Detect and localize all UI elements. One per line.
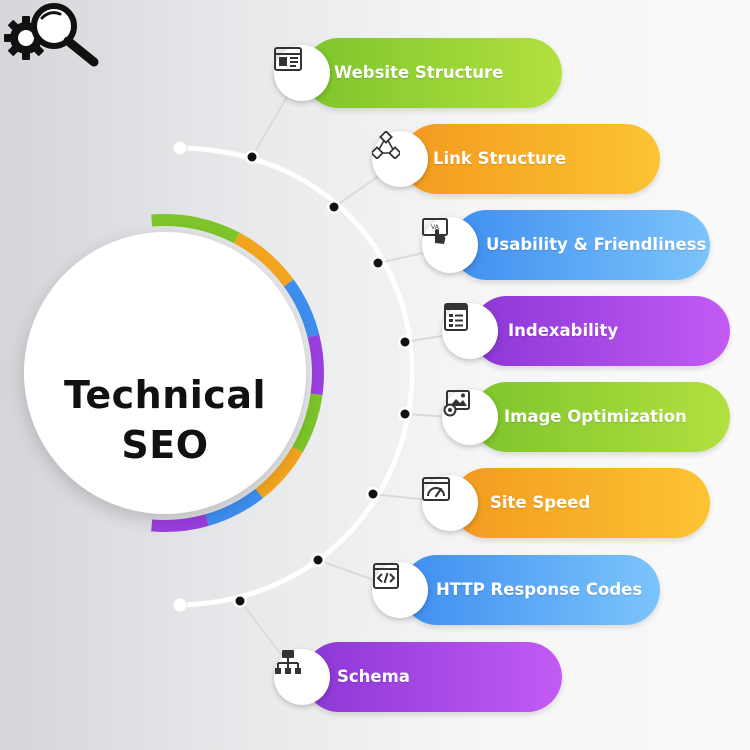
pill-usability-friendliness (452, 210, 710, 280)
center-title-line1: Technical (64, 373, 266, 417)
label-link-structure: Link Structure (433, 149, 567, 168)
pill-link-structure (402, 124, 660, 194)
ring-segment (255, 446, 303, 499)
ring-segment (292, 393, 323, 453)
center-ring (151, 214, 324, 532)
ring-segment (283, 279, 320, 338)
badge-website-structure (274, 45, 330, 101)
badge-http-response-codes (372, 562, 428, 618)
link-nodes-icon (372, 131, 400, 159)
pill-schema (304, 642, 562, 712)
label-site-speed: Site Speed (490, 493, 591, 512)
index-list-icon (444, 303, 468, 331)
label-website-structure: Website Structure (334, 63, 504, 82)
center-title-line2: SEO (121, 423, 209, 467)
gear-magnifier-icon (4, 3, 99, 67)
label-usability-friendliness: Usability & Friendliness (486, 235, 707, 254)
label-http-response-codes: HTTP Response Codes (436, 580, 643, 599)
pill-image-optimization (472, 382, 730, 452)
center-circle (24, 232, 306, 514)
speed-gauge-icon (422, 477, 450, 501)
code-window-icon (373, 563, 399, 589)
badge-indexability (442, 303, 498, 359)
ring-segment (205, 488, 263, 526)
badge-usability-friendliness: VA (422, 217, 478, 273)
badge-schema (274, 649, 330, 705)
ring-segment (307, 334, 324, 396)
pill-indexability (472, 296, 730, 366)
ring-segment (151, 514, 209, 532)
svg-text:VA: VA (431, 224, 440, 231)
ring-segment (151, 214, 240, 244)
badge-image-optimization (442, 389, 498, 445)
label-image-optimization: Image Optimization (504, 407, 687, 426)
pill-website-structure (304, 38, 562, 108)
sitemap-icon (275, 650, 301, 674)
badge-site-speed (422, 475, 478, 531)
ring-segment (233, 232, 294, 287)
main-arc (177, 145, 415, 608)
arc-end-bottom (172, 597, 188, 613)
center-title: Technical SEO (24, 370, 306, 470)
label-schema: Schema (337, 667, 410, 686)
badge-link-structure (372, 131, 428, 187)
touch-screen-icon: VA (422, 218, 448, 244)
layout-icon (274, 47, 302, 71)
image-settings-icon (443, 390, 470, 417)
pill-http-response-codes (402, 555, 660, 625)
pill-site-speed (452, 468, 710, 538)
arc-dots (233, 150, 412, 608)
label-indexability: Indexability (508, 321, 619, 340)
arc-end-top (172, 140, 188, 156)
